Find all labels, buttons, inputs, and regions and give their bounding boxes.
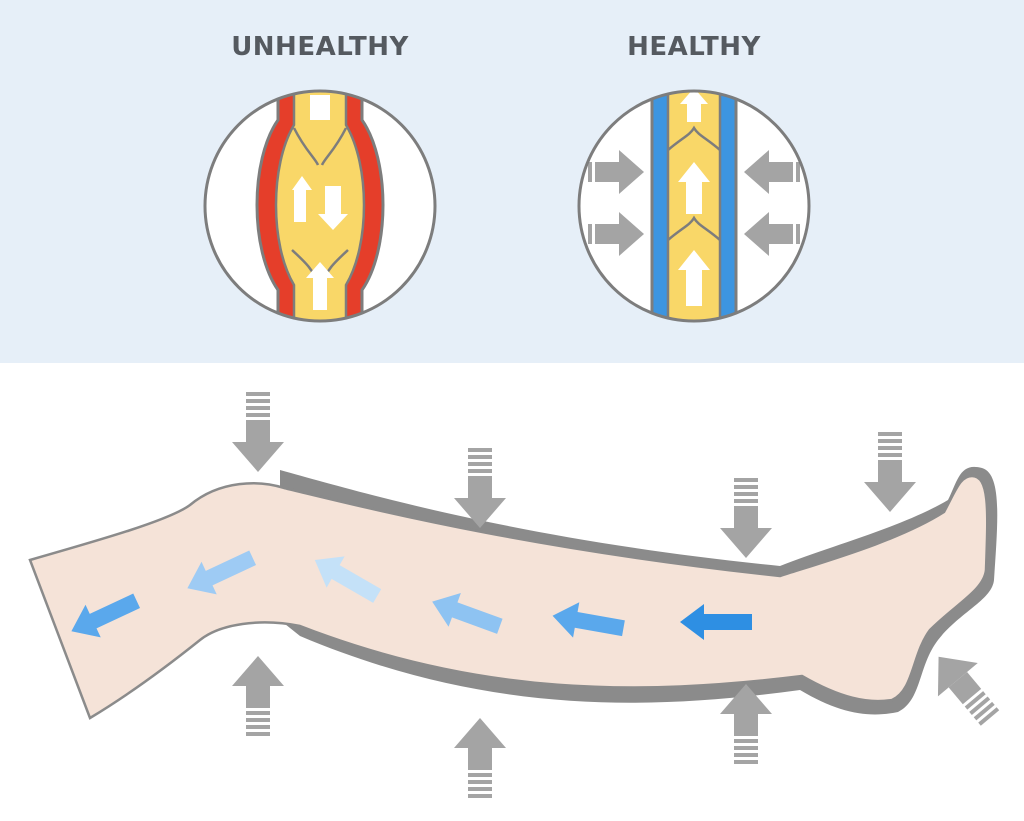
- leg-skin: [28, 474, 989, 720]
- valve-arrow-icon: [678, 91, 710, 306]
- unhealthy-vein-circle: [203, 89, 437, 323]
- unhealthy-label: UNHEALTHY: [231, 32, 409, 62]
- healthy-vein-circle: [577, 89, 811, 323]
- leg-illustration: [28, 392, 1010, 798]
- valve-arrow-icon: [289, 95, 348, 310]
- comparison-panel: [0, 0, 1024, 363]
- healthy-label: HEALTHY: [627, 32, 761, 62]
